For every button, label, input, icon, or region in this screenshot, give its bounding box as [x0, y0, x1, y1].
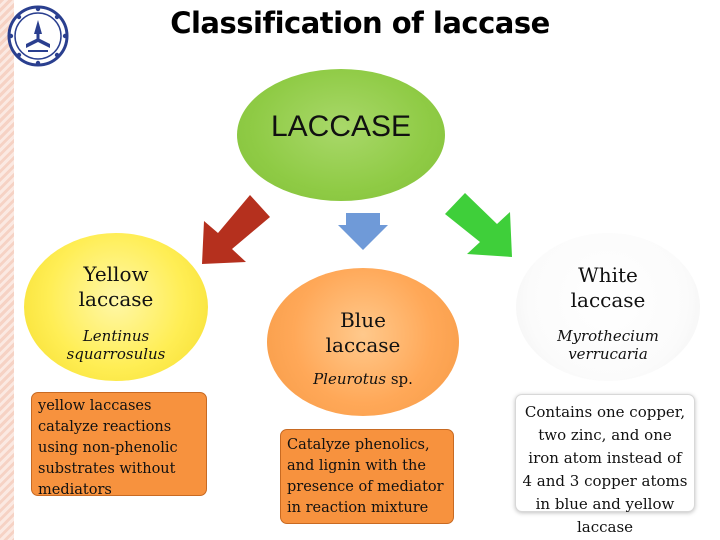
- blue-laccase-species-genus: Pleurotus: [313, 370, 387, 388]
- yellow-laccase-species: Lentinus squarrosulus: [24, 327, 208, 363]
- yellow-laccase-node: [24, 233, 208, 381]
- arrow-to-yellow-laccase: [202, 195, 270, 264]
- white-laccase-node: [516, 233, 700, 381]
- white-laccase-title: White laccase: [516, 263, 700, 313]
- yellow-laccase-species-line1: Lentinus: [82, 327, 150, 345]
- arrow-to-blue-laccase: [338, 213, 388, 250]
- white-laccase-description: Contains one copper, two zinc, and one i…: [515, 394, 695, 536]
- yellow-laccase-title-line2: laccase: [78, 287, 154, 311]
- blue-laccase-title-line2: laccase: [325, 333, 401, 357]
- institute-emblem-icon: [7, 5, 69, 67]
- arrow-to-white-laccase: [445, 193, 512, 257]
- blue-laccase-node: [267, 268, 459, 416]
- white-laccase-species-line2: verrucaria: [568, 345, 648, 363]
- left-decorative-stripe: [0, 0, 14, 540]
- white-laccase-species: Myrothecium verrucaria: [516, 327, 700, 363]
- blue-laccase-description: Catalyze phenolics, and lignin with the …: [280, 429, 454, 524]
- root-node-label: LACCASE: [270, 110, 412, 143]
- yellow-laccase-title: Yellow laccase: [24, 262, 208, 312]
- blue-laccase-title-line1: Blue: [340, 308, 386, 332]
- yellow-laccase-description: yellow laccases catalyze reactions using…: [31, 392, 207, 498]
- yellow-laccase-species-line2: squarrosulus: [66, 345, 166, 363]
- page-title: Classification of laccase: [170, 6, 550, 40]
- root-node-laccase: [237, 69, 445, 201]
- white-laccase-title-line1: White: [578, 263, 638, 287]
- blue-laccase-species: Pleurotus sp.: [267, 370, 459, 388]
- yellow-laccase-title-line1: Yellow: [83, 262, 149, 286]
- blue-laccase-title: Blue laccase: [267, 308, 459, 358]
- blue-laccase-species-suffix: sp.: [386, 370, 413, 388]
- white-laccase-species-line1: Myrothecium: [557, 327, 659, 345]
- white-laccase-title-line2: laccase: [570, 288, 646, 312]
